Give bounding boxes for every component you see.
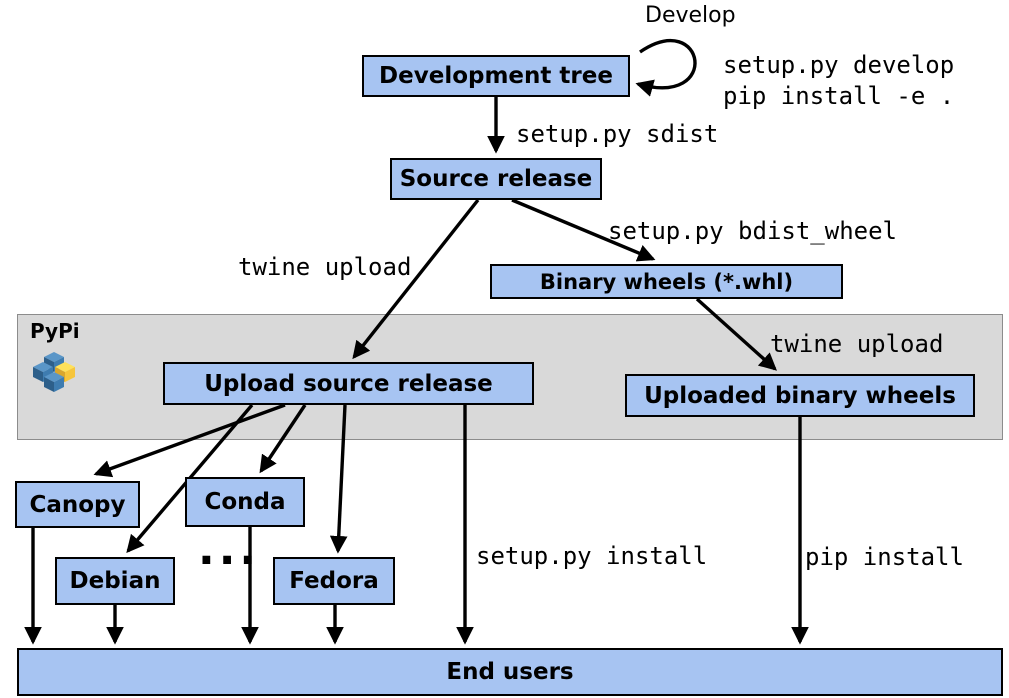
edge-upload-to-fedora <box>329 404 348 554</box>
edge-source-to-binary-wheels <box>511 198 656 262</box>
node-upload-source-release: Upload source release <box>163 362 534 405</box>
edge-label-setup-py-install: setup.py install <box>476 542 708 570</box>
node-binary-wheels: Binary wheels (*.whl) <box>490 264 843 299</box>
edge-label-twine-upload-source: twine upload <box>238 253 412 281</box>
node-uploaded-binary-wheels: Uploaded binary wheels <box>625 374 975 417</box>
edge-binary-to-uploaded-wheels <box>695 297 777 371</box>
edge-label-twine-upload-wheels: twine upload <box>770 330 944 358</box>
ellipsis-other-distros: ... <box>198 524 261 575</box>
edge-label-develop-commands: setup.py develop pip install -e . <box>723 51 955 110</box>
edge-upload-to-conda <box>259 404 307 474</box>
pypi-band-label: PyPi <box>30 319 80 343</box>
node-conda: Conda <box>185 477 305 527</box>
edge-label-develop: Develop <box>645 3 736 28</box>
node-debian: Debian <box>55 557 175 605</box>
node-source-release: Source release <box>390 158 602 200</box>
node-canopy: Canopy <box>15 481 140 528</box>
edge-source-to-upload-source <box>352 198 480 360</box>
edge-label-sdist: setup.py sdist <box>516 120 719 148</box>
node-end-users: End users <box>17 648 1003 696</box>
edge-develop-self-loop <box>635 38 697 97</box>
pypi-cubes-svg <box>33 352 75 392</box>
edge-label-pip-install: pip install <box>805 543 964 571</box>
edge-label-bdist-wheel: setup.py bdist_wheel <box>608 217 897 245</box>
node-fedora: Fedora <box>273 557 395 605</box>
pypi-logo-icon <box>32 352 76 406</box>
node-development-tree: Development tree <box>362 55 630 97</box>
edge-upload-to-canopy <box>93 403 286 478</box>
